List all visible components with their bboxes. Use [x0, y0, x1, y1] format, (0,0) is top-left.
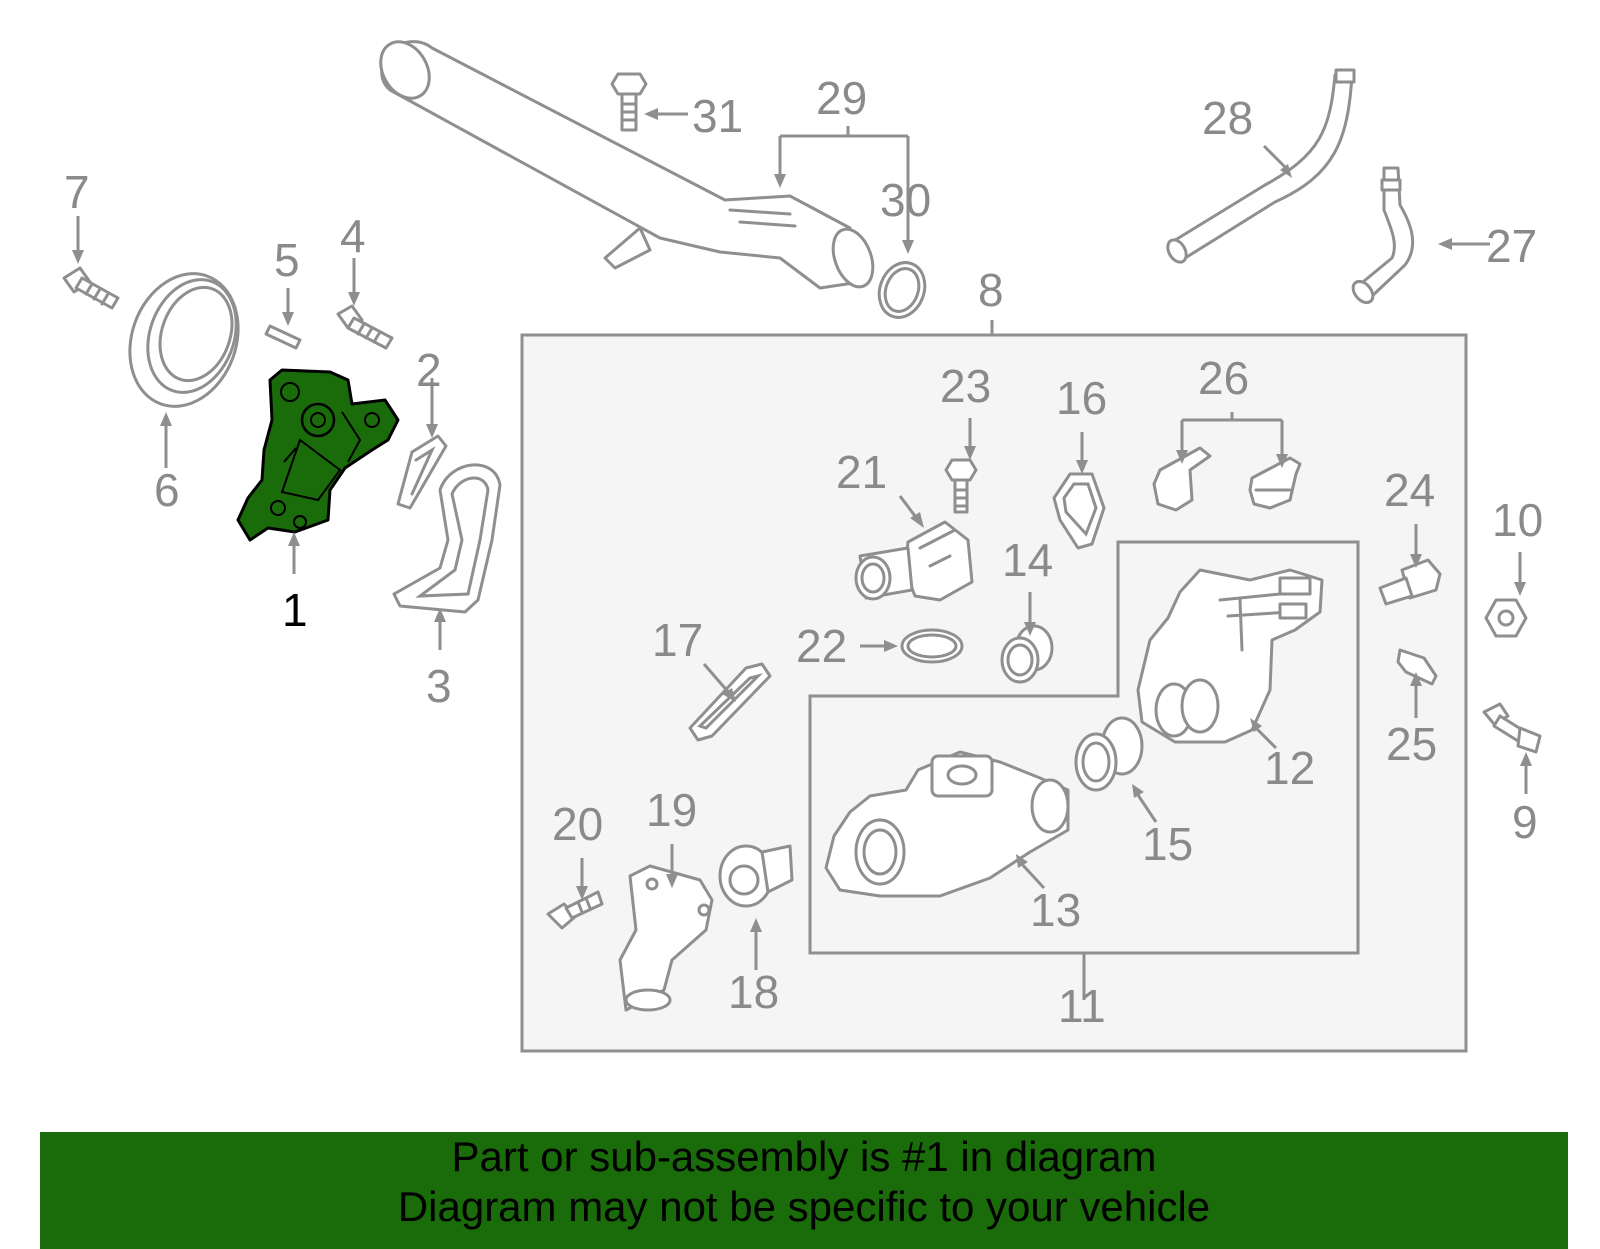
callout-30: 30 [880, 174, 931, 226]
gasket-part-16[interactable] [1052, 472, 1106, 550]
banner-line-1: Part or sub-assembly is #1 in diagram [451, 1133, 1157, 1180]
callout-5: 5 [274, 234, 300, 286]
seal-part-15[interactable] [1074, 716, 1144, 792]
callout-6: 6 [154, 464, 180, 516]
callout-1: 1 [282, 584, 308, 636]
leader-lines [72, 108, 1532, 1000]
o-ring-part-22[interactable] [900, 628, 964, 664]
coolant-pipe-part-29[interactable] [371, 33, 880, 292]
sensor-housing-part-21[interactable] [854, 520, 974, 602]
clip-part-25[interactable] [1396, 648, 1438, 686]
bolt-part-20[interactable] [546, 890, 604, 930]
sensor-part-24[interactable] [1378, 558, 1442, 606]
callout-26: 26 [1198, 352, 1249, 404]
fitting-part-26b[interactable] [1248, 456, 1302, 510]
callout-17: 17 [652, 614, 703, 666]
callout-31: 31 [692, 90, 743, 142]
hose-part-28[interactable] [1164, 68, 1356, 265]
outlet-part-19[interactable] [618, 864, 714, 1012]
gasket-part-2[interactable] [396, 434, 448, 510]
callout-18: 18 [728, 966, 779, 1018]
callout-8: 8 [978, 264, 1004, 316]
callout-12: 12 [1264, 742, 1315, 794]
o-ring-part-30[interactable] [872, 256, 932, 324]
dowel-pin-part-5[interactable] [264, 324, 302, 350]
callout-21: 21 [836, 446, 887, 498]
bolt-part-4[interactable] [336, 304, 394, 350]
callout-7: 7 [64, 166, 90, 218]
callout-20: 20 [552, 798, 603, 850]
fitting-part-26a[interactable] [1152, 446, 1212, 512]
outlet-housing-part-13[interactable] [824, 750, 1070, 898]
bolt-part-9[interactable] [1482, 702, 1542, 754]
callout-9: 9 [1512, 796, 1538, 848]
gasket-part-17[interactable] [688, 662, 772, 742]
callout-27: 27 [1486, 220, 1537, 272]
callout-11: 11 [1058, 980, 1106, 1032]
callout-15: 15 [1142, 818, 1193, 870]
bolt-part-31[interactable] [610, 72, 648, 132]
hose-part-27[interactable] [1349, 166, 1415, 306]
info-banner: Part or sub-assembly is #1 in diagram Di… [40, 1132, 1568, 1249]
callout-16: 16 [1056, 372, 1107, 424]
water-pump-part-1[interactable] [236, 368, 400, 542]
callout-19: 19 [646, 784, 697, 836]
callout-14: 14 [1002, 534, 1053, 586]
callout-labels: 1 2 3 4 5 6 7 8 9 10 11 12 13 14 15 16 1… [64, 72, 1543, 1032]
callout-23: 23 [940, 360, 991, 412]
callout-24: 24 [1384, 464, 1435, 516]
thermostat-part-18[interactable] [718, 844, 794, 908]
callout-2: 2 [416, 344, 442, 396]
seal-part-14[interactable] [1000, 624, 1054, 684]
callout-22: 22 [796, 620, 847, 672]
callout-3: 3 [426, 660, 452, 712]
nut-part-10[interactable] [1484, 598, 1528, 638]
callout-10: 10 [1492, 494, 1543, 546]
callout-29: 29 [816, 72, 867, 124]
callout-13: 13 [1030, 884, 1081, 936]
callout-4: 4 [340, 210, 366, 262]
thermostat-housing-part-12[interactable] [1136, 568, 1324, 744]
banner-line-2: Diagram may not be specific to your vehi… [397, 1183, 1211, 1230]
callout-28: 28 [1202, 92, 1253, 144]
callout-25: 25 [1386, 718, 1437, 770]
bolt-part-7[interactable] [62, 266, 120, 310]
pulley-part-6[interactable] [112, 258, 256, 421]
gasket-part-3[interactable] [392, 463, 502, 614]
